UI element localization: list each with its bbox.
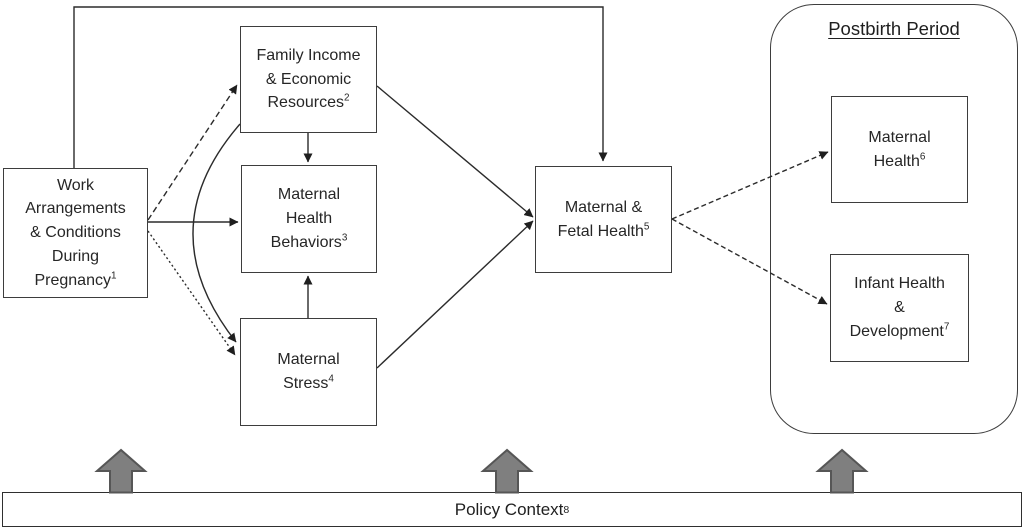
- box-work-text: Work Arrangements & Conditions During Pr…: [25, 174, 126, 292]
- box-work-superscript: 1: [110, 270, 117, 282]
- box-family-income-label: Family Income & Economic Resources: [256, 46, 361, 112]
- box-maternal-stress: Maternal Stress4: [240, 318, 377, 426]
- box-family-income: Family Income & Economic Resources2: [240, 26, 377, 133]
- box-maternal-fetal-health-text: Maternal & Fetal Health5: [558, 196, 650, 243]
- box-postbirth-maternal-health-text: Maternal Health6: [868, 126, 930, 173]
- box-maternal-fetal-health: Maternal & Fetal Health5: [535, 166, 672, 273]
- box-infant-health-development-text: Infant Health & Development7: [850, 272, 950, 343]
- edge-work-to-stress: [147, 230, 236, 356]
- postbirth-title: Postbirth Period: [770, 18, 1018, 40]
- box-maternal-stress-text: Maternal Stress4: [277, 348, 339, 395]
- postbirth-title-text: Postbirth Period: [828, 18, 960, 39]
- policy-arrow-right: [815, 448, 869, 494]
- box-family-income-superscript: 2: [343, 93, 350, 104]
- box-work-label: Work Arrangements & Conditions During Pr…: [25, 176, 126, 289]
- box-infant-health-development-superscript: 7: [943, 321, 950, 333]
- box-infant-health-development: Infant Health & Development7: [830, 254, 969, 362]
- postbirth-panel: [770, 4, 1018, 434]
- box-health-behaviors-superscript: 3: [341, 232, 348, 244]
- policy-context-label: Policy Context: [454, 499, 564, 519]
- box-maternal-fetal-health-superscript: 5: [643, 221, 650, 233]
- box-family-income-text: Family Income & Economic Resources2: [256, 44, 360, 115]
- box-work: Work Arrangements & Conditions During Pr…: [3, 168, 148, 298]
- box-maternal-stress-superscript: 4: [328, 373, 334, 385]
- edge-income-to-stress-curve: [192, 123, 241, 343]
- box-postbirth-maternal-health-label: Maternal Health: [868, 128, 931, 170]
- box-health-behaviors-label: Maternal Health Behaviors: [270, 186, 342, 251]
- box-maternal-stress-label: Maternal Stress: [277, 351, 340, 392]
- box-health-behaviors: Maternal Health Behaviors3: [241, 165, 377, 273]
- box-health-behaviors-text: Maternal Health Behaviors3: [271, 183, 348, 254]
- edge-work-to-income: [147, 84, 238, 221]
- edge-income-to-fetal: [376, 85, 534, 218]
- policy-arrow-center: [480, 448, 534, 494]
- box-postbirth-maternal-health-superscript: 6: [919, 151, 926, 163]
- policy-arrow-left: [94, 448, 148, 494]
- box-postbirth-maternal-health: Maternal Health6: [831, 96, 968, 203]
- box-maternal-fetal-health-label: Maternal & Fetal Health: [557, 198, 644, 240]
- box-infant-health-development-label: Infant Health & Development: [849, 275, 945, 340]
- edge-stress-to-fetal: [376, 220, 534, 369]
